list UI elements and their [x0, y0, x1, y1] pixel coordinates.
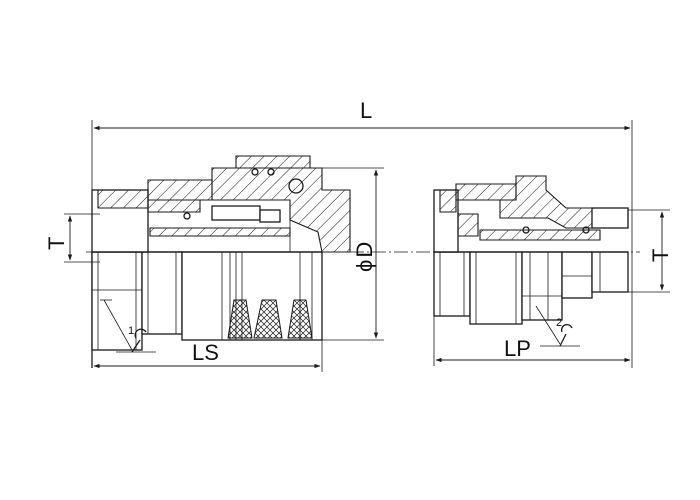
- plug-body: [433, 175, 629, 325]
- dimension-T-left: T: [44, 213, 100, 263]
- dimension-LP: LP: [433, 316, 631, 366]
- label-phi-D: ϕD: [352, 242, 377, 272]
- label-LP: LP: [504, 336, 531, 361]
- wrench-1-label: 1: [128, 325, 134, 337]
- label-D: D: [352, 242, 377, 258]
- label-T-left: T: [44, 237, 69, 250]
- phi-symbol: ϕ: [352, 260, 377, 272]
- wrench-2-label: 2: [556, 317, 562, 329]
- dimension-LS: LS: [93, 340, 323, 372]
- socket-body: [91, 155, 351, 368]
- label-LS: LS: [192, 340, 219, 365]
- label-T-right: T: [648, 249, 673, 262]
- dimension-T-right: T: [628, 209, 673, 293]
- label-L: L: [360, 98, 372, 123]
- wrench-1-icon: 1: [103, 299, 156, 353]
- dimension-D: ϕD: [322, 167, 384, 341]
- wrench-2-icon: 2: [535, 305, 580, 347]
